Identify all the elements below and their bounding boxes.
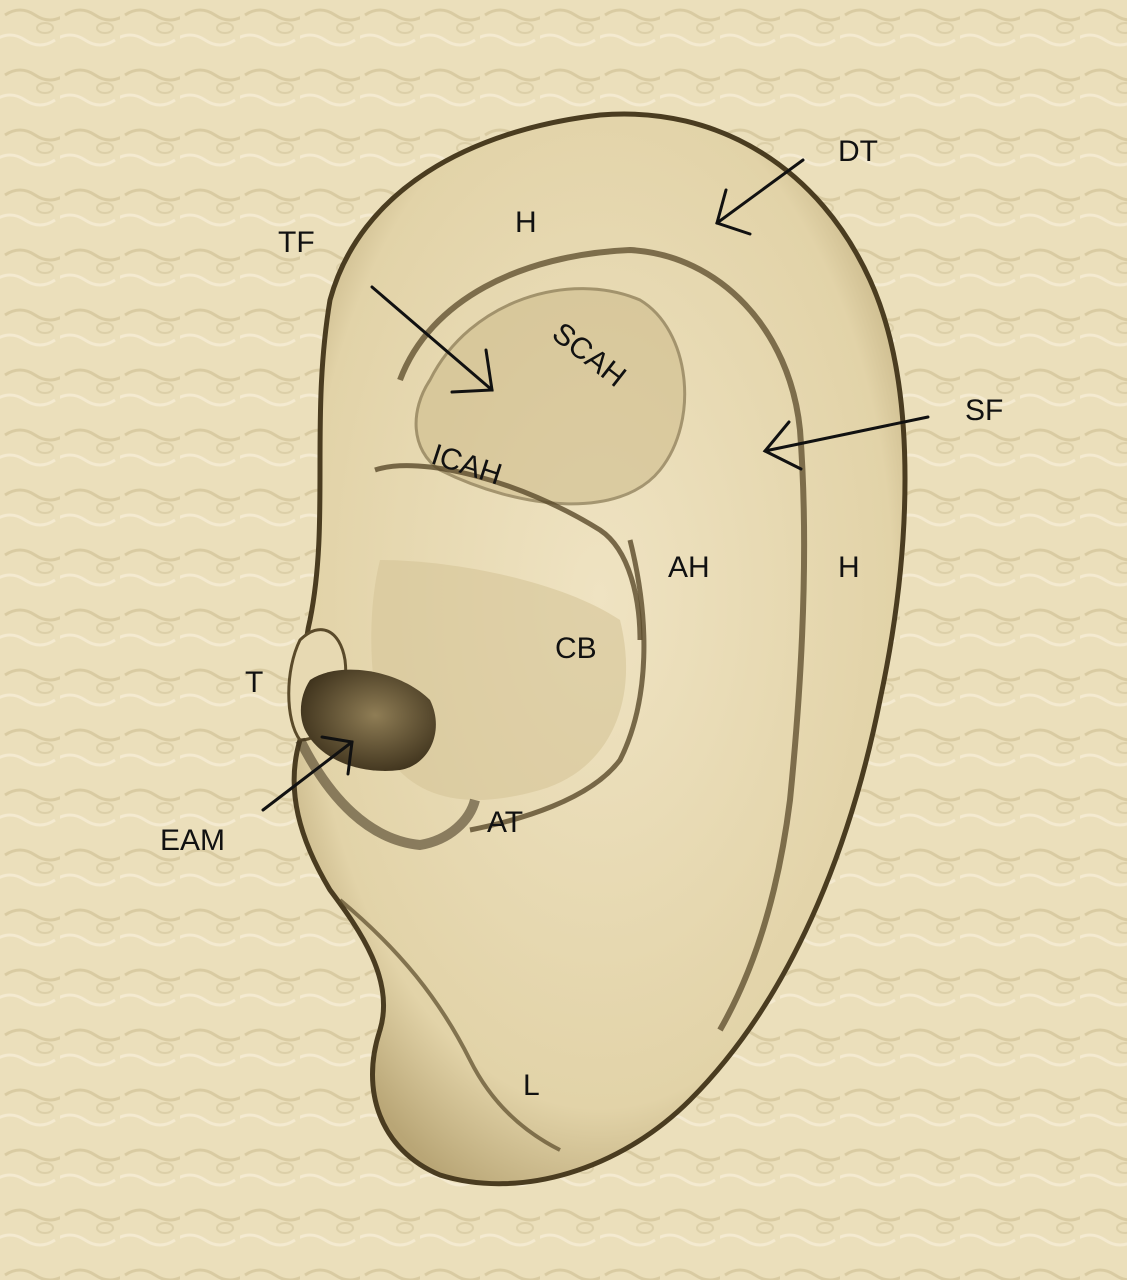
lobule-fold	[338, 898, 561, 1152]
label-dt: DT	[838, 135, 878, 168]
arrow-eam	[261, 735, 354, 812]
arrow-sf	[762, 415, 930, 471]
arrow-tf	[370, 285, 494, 394]
label-at: AT	[487, 806, 524, 839]
label-l: L	[523, 1069, 540, 1102]
label-t: T	[245, 666, 264, 699]
label-cb: CB	[555, 632, 597, 665]
label-h-top: H	[515, 206, 537, 239]
arrow-dt	[715, 158, 805, 236]
label-sf: SF	[965, 394, 1004, 427]
antihelix-ridge	[469, 539, 647, 833]
ear-canal	[300, 669, 436, 771]
canal-shadow	[295, 737, 480, 851]
label-tf: TF	[278, 226, 315, 259]
label-ah: AH	[668, 551, 710, 584]
scapha-groove	[397, 246, 808, 1032]
label-eam: EAM	[160, 824, 226, 857]
label-h-right: H	[838, 551, 860, 584]
concha	[371, 560, 627, 800]
inferior-crus-ridge	[374, 463, 643, 641]
